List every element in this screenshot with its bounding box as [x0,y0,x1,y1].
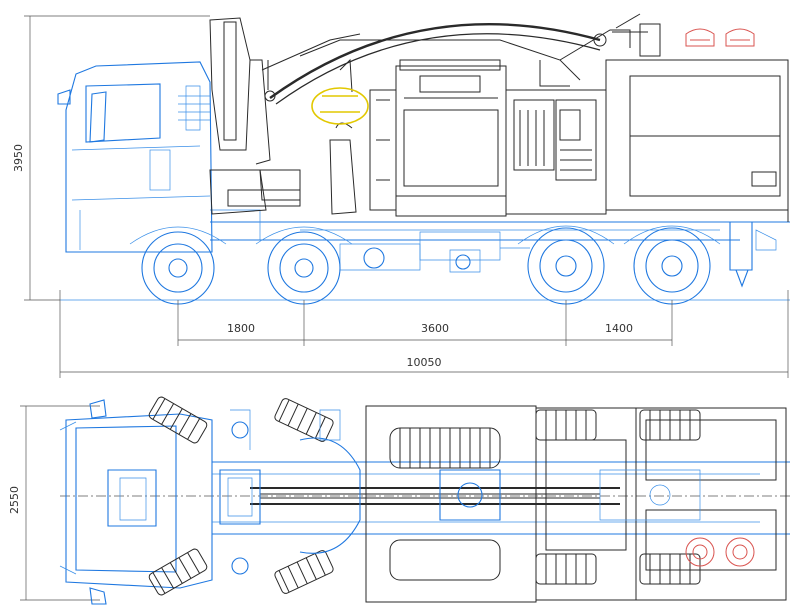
crane [209,13,661,215]
wheel-3 [527,227,605,305]
width-dimension: 2550 [8,405,100,601]
height-dimension: 3950 [12,15,210,301]
axle-dimension-2: 3600 [421,322,449,335]
length-dimension-text: 10050 [407,356,442,369]
beacons-top [685,537,755,567]
length-dimension: 10050 [59,290,789,378]
axle-dimensions: 1800 3600 1400 [177,300,673,346]
width-dimension-text: 2550 [8,486,21,514]
tires-top [148,396,701,596]
hook-block [311,87,369,125]
height-dimension-text: 3950 [12,144,25,172]
wheels-side [129,225,721,305]
wheel-2 [267,231,341,305]
cab-top [59,399,213,605]
rear-body [605,59,789,222]
top-view: 2550 [8,396,790,605]
wheel-1 [141,231,215,305]
chassis-top [212,461,790,535]
hydraulic-unit [505,89,607,215]
equipment-top [219,405,787,603]
axle-dimension-1: 1800 [227,322,255,335]
axle-dimension-3: 1400 [605,322,633,335]
winch-housing [369,59,507,217]
beacons [685,28,755,47]
cab-side [57,61,213,253]
side-view: 3950 1800 3600 1400 10050 [12,13,790,378]
wheel-4 [633,227,711,305]
stabilizer [729,222,777,288]
